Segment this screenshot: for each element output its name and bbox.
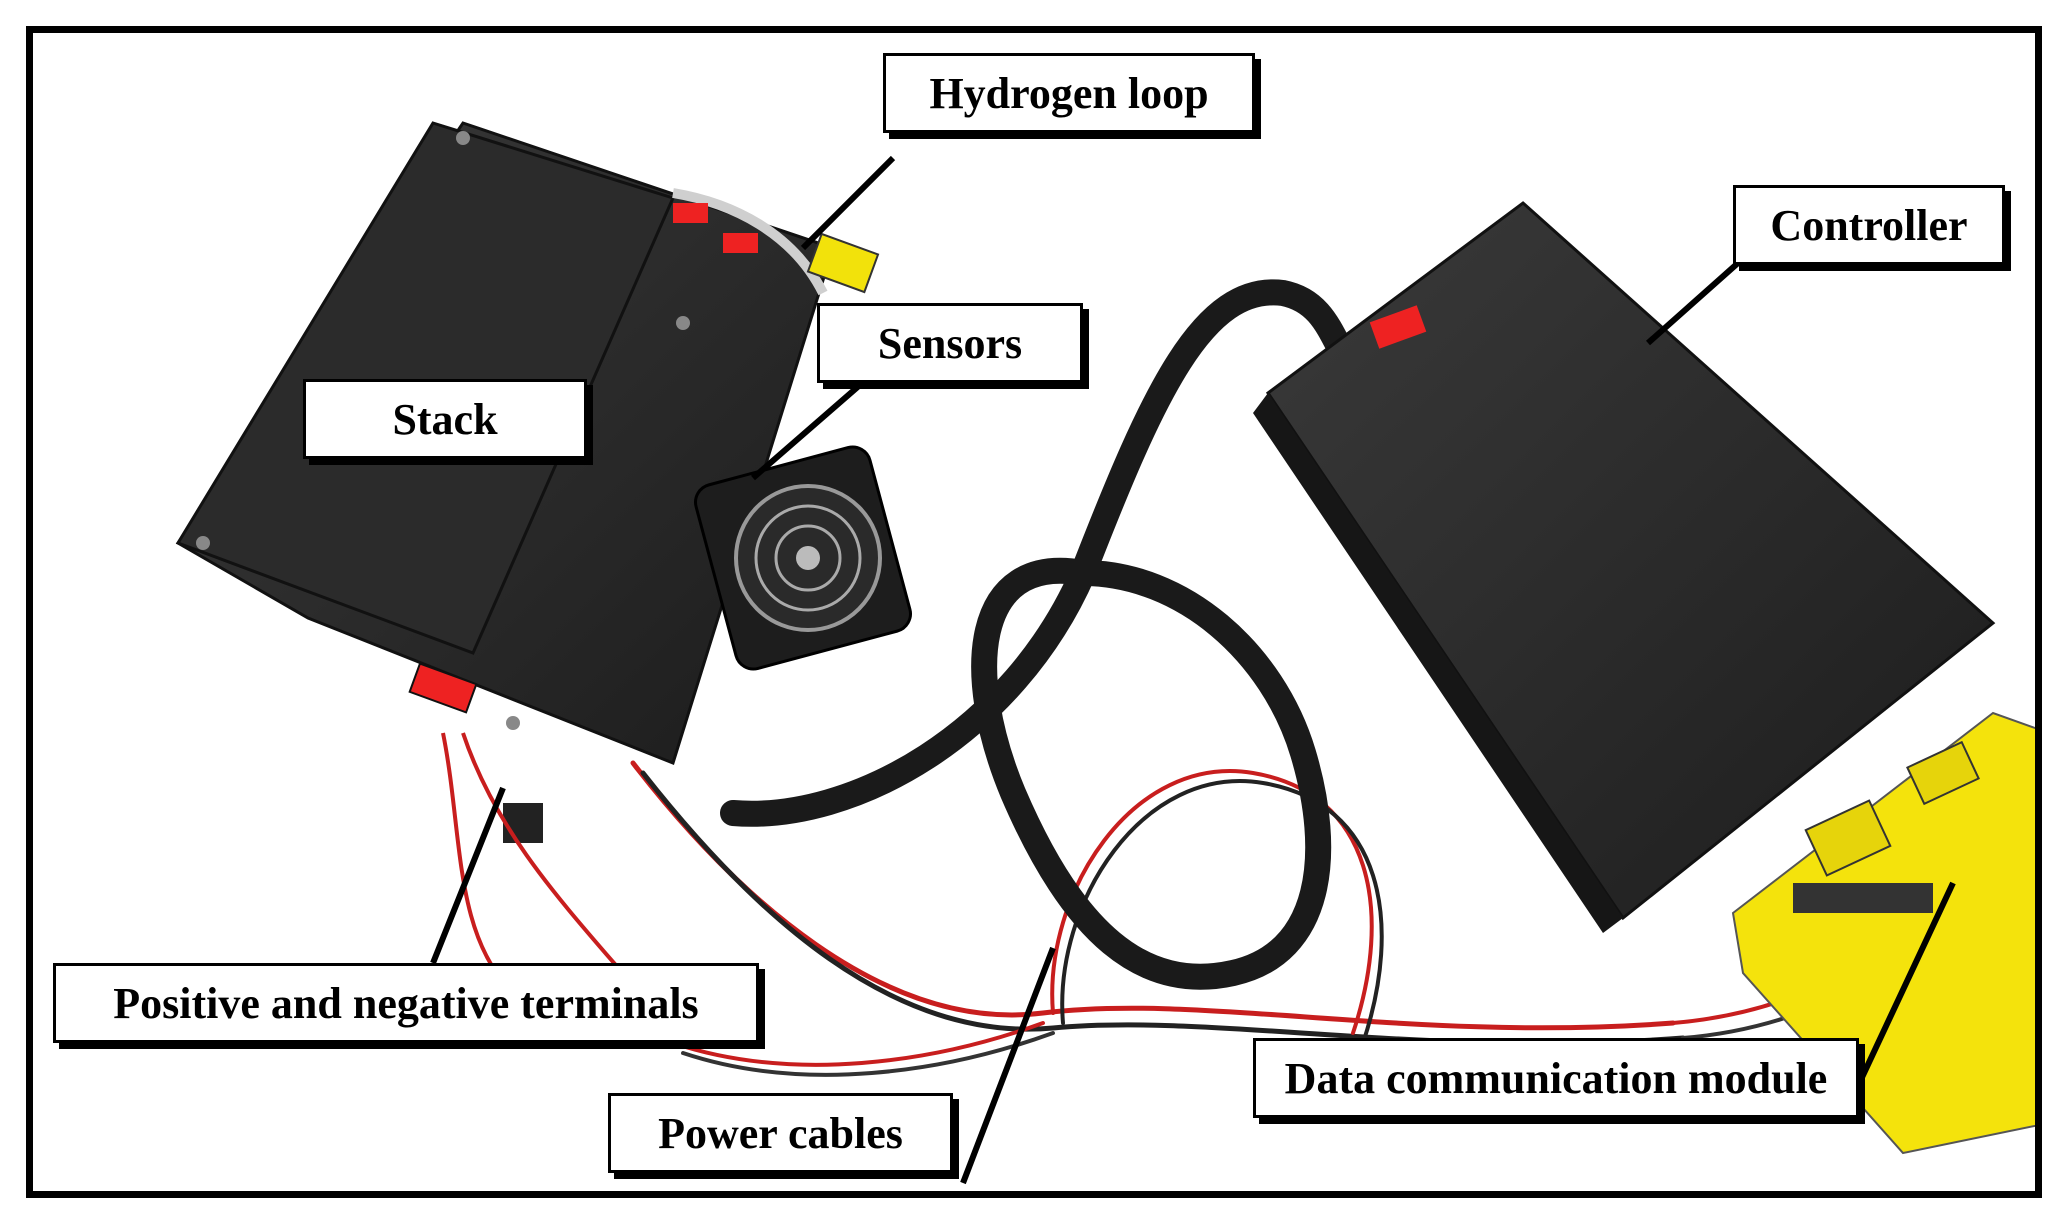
controller-box	[1253, 201, 1996, 933]
controller-label: Controller	[1770, 200, 1968, 250]
hydrogen-loop-label: Hydrogen loop	[929, 68, 1209, 118]
stack-label: Stack	[392, 394, 498, 444]
terminals-callout: Positive and negative terminals	[53, 963, 759, 1043]
figure-frame: Hydrogen loop Stack Sensors Controller P…	[26, 26, 2042, 1198]
data-module-callout: Data communication module	[1253, 1038, 1859, 1118]
sensors-callout: Sensors	[817, 303, 1083, 383]
cooling-fan	[694, 445, 912, 671]
controller-callout: Controller	[1733, 185, 2005, 265]
hydrogen-loop-callout: Hydrogen loop	[883, 53, 1255, 133]
callout-pointers	[430, 155, 1956, 1185]
hydrogen-loop-tubing	[672, 188, 880, 296]
power-cables-label: Power cables	[658, 1108, 903, 1158]
controller-cable-loop	[720, 279, 1376, 990]
data-module-label: Data communication module	[1284, 1053, 1828, 1103]
terminals-label: Positive and negative terminals	[113, 978, 699, 1028]
stack-callout: Stack	[303, 379, 587, 459]
sensors-label: Sensors	[877, 318, 1023, 368]
power-cables-callout: Power cables	[608, 1093, 953, 1173]
